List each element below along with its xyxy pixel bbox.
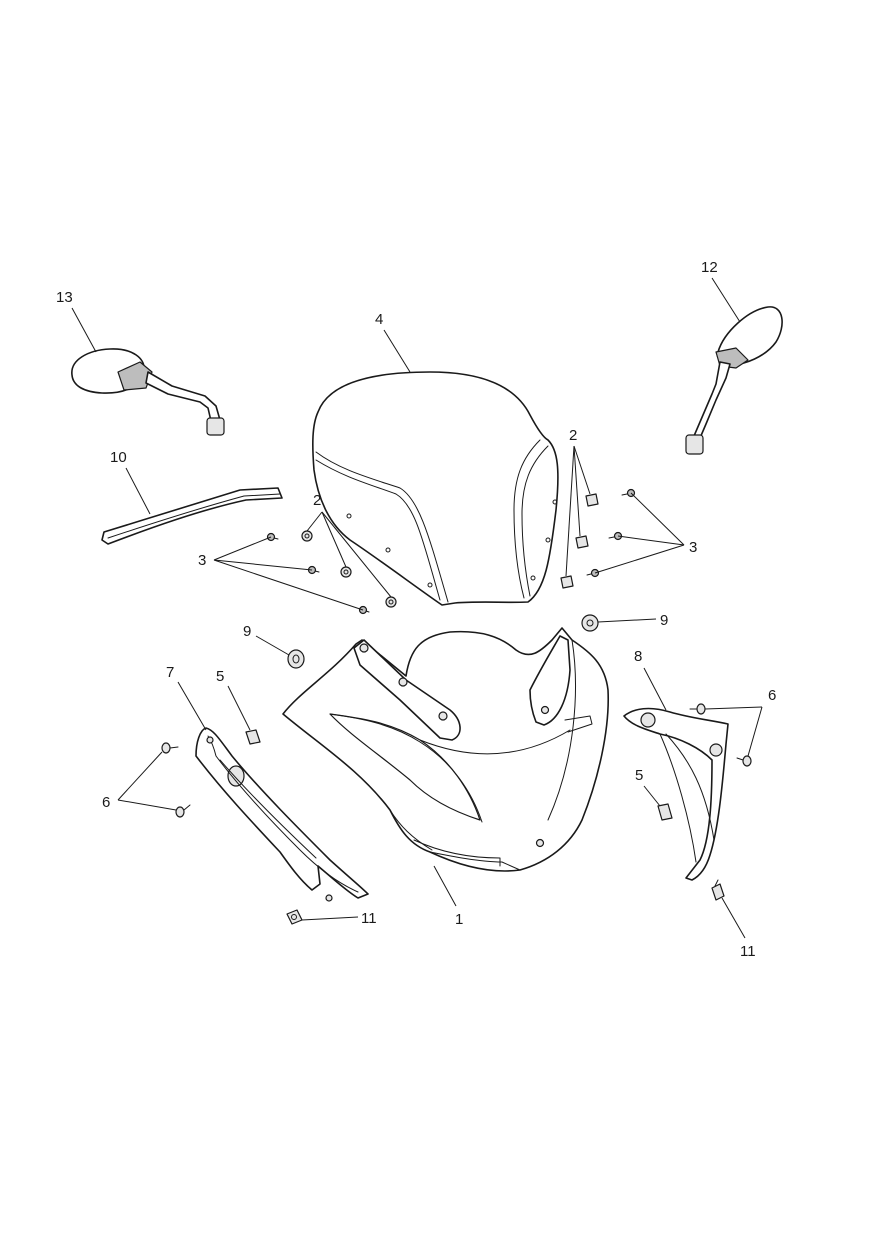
part-13-left-mirror — [71, 348, 225, 436]
callout-2-left: 2 — [313, 492, 321, 509]
part-12-right-mirror — [685, 306, 783, 455]
part-4-screen — [312, 371, 559, 606]
callout-9-right: 9 — [660, 612, 668, 629]
callout-7: 7 — [166, 664, 174, 681]
callout-6-left: 6 — [102, 794, 110, 811]
callout-labels: 13 12 4 10 2 2 3 3 9 9 7 5 8 6 5 6 11 1 … — [56, 259, 776, 960]
callout-4: 4 — [375, 311, 383, 328]
part-9-grommets — [287, 614, 599, 669]
part-11-nuts — [286, 879, 725, 925]
callout-3-right: 3 — [689, 539, 697, 556]
part-10-trim-strip — [101, 487, 283, 545]
part-1-main-fairing — [282, 627, 610, 872]
callout-8: 8 — [634, 648, 642, 665]
callout-13: 13 — [56, 289, 73, 306]
callout-5-left: 5 — [216, 668, 224, 685]
callout-10: 10 — [110, 449, 127, 466]
part-2-fasteners — [301, 493, 599, 608]
leader-lines — [71, 277, 763, 939]
callout-2-right: 2 — [569, 427, 577, 444]
callout-6-right: 6 — [768, 687, 776, 704]
part-8-right-side-panel — [623, 707, 729, 881]
part-5-clips — [245, 729, 673, 821]
callout-3-left: 3 — [198, 552, 206, 569]
callout-5-right: 5 — [635, 767, 643, 784]
callout-12: 12 — [701, 259, 718, 276]
part-6-rivets — [161, 703, 752, 818]
part-7-left-side-panel — [195, 727, 369, 902]
callout-11-right: 11 — [740, 943, 756, 960]
callout-1: 1 — [455, 911, 463, 928]
callout-11-left: 11 — [361, 910, 377, 927]
part-3-screws — [266, 488, 636, 615]
callout-9-left: 9 — [243, 623, 251, 640]
